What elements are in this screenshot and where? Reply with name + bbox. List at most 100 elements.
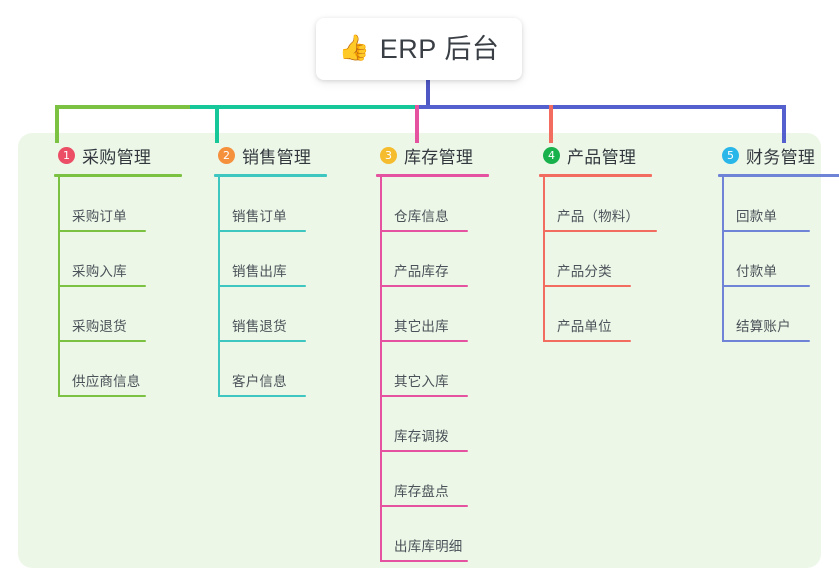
list-item-rule [58,395,146,397]
trunk-segment-green [55,105,192,109]
list-item[interactable]: 采购订单 [36,177,199,232]
list-item[interactable]: 产品单位 [521,287,684,342]
list-item-rule [218,230,306,232]
column-spine [58,177,60,397]
list-item-label: 库存盘点 [394,484,449,499]
column-3: 3 库存管理仓库信息产品库存其它出库其它入库库存调拨库存盘点出库库明细 [358,133,521,562]
list-item-rule [58,340,146,342]
list-item-label: 产品（物料） [557,209,640,224]
list-item[interactable]: 结算账户 [700,287,839,342]
column-header-3[interactable]: 3 库存管理 [358,133,521,177]
list-item[interactable]: 其它出库 [358,287,521,342]
column-2: 2 销售管理销售订单销售出库销售退货客户信息 [196,133,359,397]
list-item-label: 仓库信息 [394,209,449,224]
diagram-panel [18,133,821,568]
list-item-rule [380,450,468,452]
list-item[interactable]: 仓库信息 [358,177,521,232]
column-items-1: 采购订单采购入库采购退货供应商信息 [36,177,199,397]
list-item-rule [58,285,146,287]
list-item-rule [380,340,468,342]
list-item[interactable]: 客户信息 [196,342,359,397]
column-spine [543,177,545,342]
list-item[interactable]: 付款单 [700,232,839,287]
list-item[interactable]: 销售出库 [196,232,359,287]
column-header-rule [54,174,182,177]
list-item-rule [543,285,631,287]
root-title-card[interactable]: 👍 ERP 后台 [316,18,522,80]
list-item[interactable]: 产品（物料） [521,177,684,232]
list-item[interactable]: 销售订单 [196,177,359,232]
root-title-label: ERP 后台 [379,33,500,64]
list-item-rule [722,230,810,232]
column-header-rule [214,174,327,177]
list-item-rule [380,230,468,232]
list-item[interactable]: 库存调拨 [358,397,521,452]
column-items-3: 仓库信息产品库存其它出库其它入库库存调拨库存盘点出库库明细 [358,177,521,562]
list-item-label: 客户信息 [232,374,287,389]
list-item[interactable]: 采购入库 [36,232,199,287]
list-item-rule [380,505,468,507]
list-item[interactable]: 采购退货 [36,287,199,342]
list-item-label: 产品库存 [394,264,449,279]
list-item-label: 销售退货 [232,319,287,334]
column-title-label: 库存管理 [404,147,474,167]
column-badge-3: 3 [380,146,397,164]
column-badge-4: 4 [543,146,560,164]
column-items-4: 产品（物料） 产品分类产品单位 [521,177,684,342]
list-item-label: 采购入库 [72,264,127,279]
column-header-2[interactable]: 2 销售管理 [196,133,359,177]
column-spine [218,177,220,397]
list-item-rule [722,285,810,287]
column-spine [380,177,382,562]
trunk-segment-blue [418,105,786,109]
list-item[interactable]: 库存盘点 [358,452,521,507]
column-items-5: 回款单付款单结算账户 [700,177,839,342]
list-item-label: 库存调拨 [394,429,449,444]
list-item-rule [218,285,306,287]
list-item[interactable]: 产品库存 [358,232,521,287]
list-item-rule [218,340,306,342]
list-item-rule [58,230,146,232]
list-item-rule [380,395,468,397]
column-header-rule [376,174,489,177]
list-item-label: 出库库明细 [394,539,463,554]
column-badge-5: 5 [722,146,739,164]
list-item-rule [722,340,810,342]
list-item-label: 其它入库 [394,374,449,389]
list-item-rule [543,230,657,232]
list-item-label: 采购订单 [72,209,127,224]
column-spine [722,177,724,342]
list-item[interactable]: 销售退货 [196,287,359,342]
list-item[interactable]: 其它入库 [358,342,521,397]
list-item-label: 采购退货 [72,319,127,334]
column-items-2: 销售订单销售出库销售退货客户信息 [196,177,359,397]
column-badge-2: 2 [218,146,235,164]
list-item[interactable]: 供应商信息 [36,342,199,397]
list-item-label: 回款单 [736,209,778,224]
trunk-segment-teal [190,105,420,109]
list-item[interactable]: 回款单 [700,177,839,232]
list-item-label: 销售出库 [232,264,287,279]
column-title-label: 采购管理 [82,147,152,167]
column-header-rule [539,174,652,177]
list-item-rule [380,285,468,287]
list-item-rule [218,395,306,397]
list-item-label: 销售订单 [232,209,287,224]
list-item-rule [543,340,631,342]
list-item-label: 供应商信息 [72,374,141,389]
thumbs-up-icon: 👍 [338,33,370,62]
column-title-label: 销售管理 [242,147,312,167]
root-stem [426,78,430,108]
list-item[interactable]: 产品分类 [521,232,684,287]
list-item[interactable]: 出库库明细 [358,507,521,562]
list-item-label: 结算账户 [736,319,791,334]
list-item-label: 产品分类 [557,264,612,279]
list-item-label: 其它出库 [394,319,449,334]
